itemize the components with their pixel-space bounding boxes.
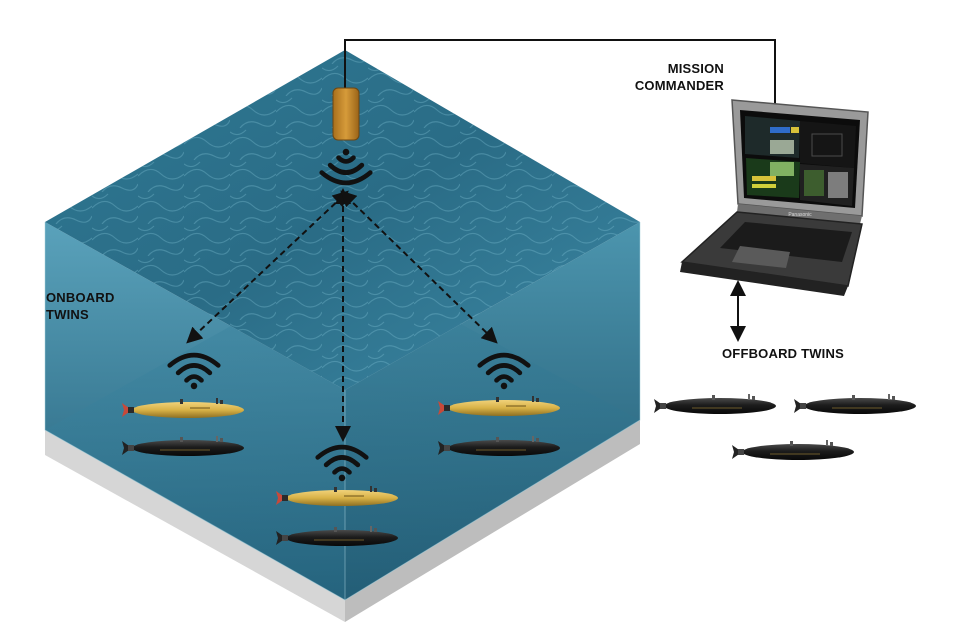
seabed-right — [345, 420, 640, 622]
label-line: OFFBOARD TWINS — [722, 346, 844, 361]
onboard-twins-label: ONBOARD TWINS — [46, 289, 115, 323]
auv-black-twin-icon — [653, 393, 777, 415]
laptop-brand-logo: Panasonic — [788, 212, 812, 218]
comm-link-left — [186, 190, 349, 344]
seabed-left — [45, 430, 345, 622]
label-line: MISSION — [667, 61, 724, 76]
label-line: TWINS — [46, 307, 89, 322]
tether-cable — [344, 39, 776, 108]
comm-link-right — [340, 190, 498, 344]
surface-buoy-icon — [332, 87, 360, 141]
label-line: COMMANDER — [634, 78, 724, 93]
mission-commander-label: MISSION COMMANDER — [628, 60, 724, 94]
offboard-twins-label: OFFBOARD TWINS — [722, 345, 844, 362]
laptop-icon: Panasonic — [680, 99, 869, 296]
comm-links — [186, 188, 498, 442]
offboard-twins-group — [653, 393, 917, 461]
auv-black-twin-icon — [793, 393, 917, 415]
auv-black-twin-icon — [731, 439, 855, 461]
label-line: ONBOARD — [46, 290, 115, 305]
